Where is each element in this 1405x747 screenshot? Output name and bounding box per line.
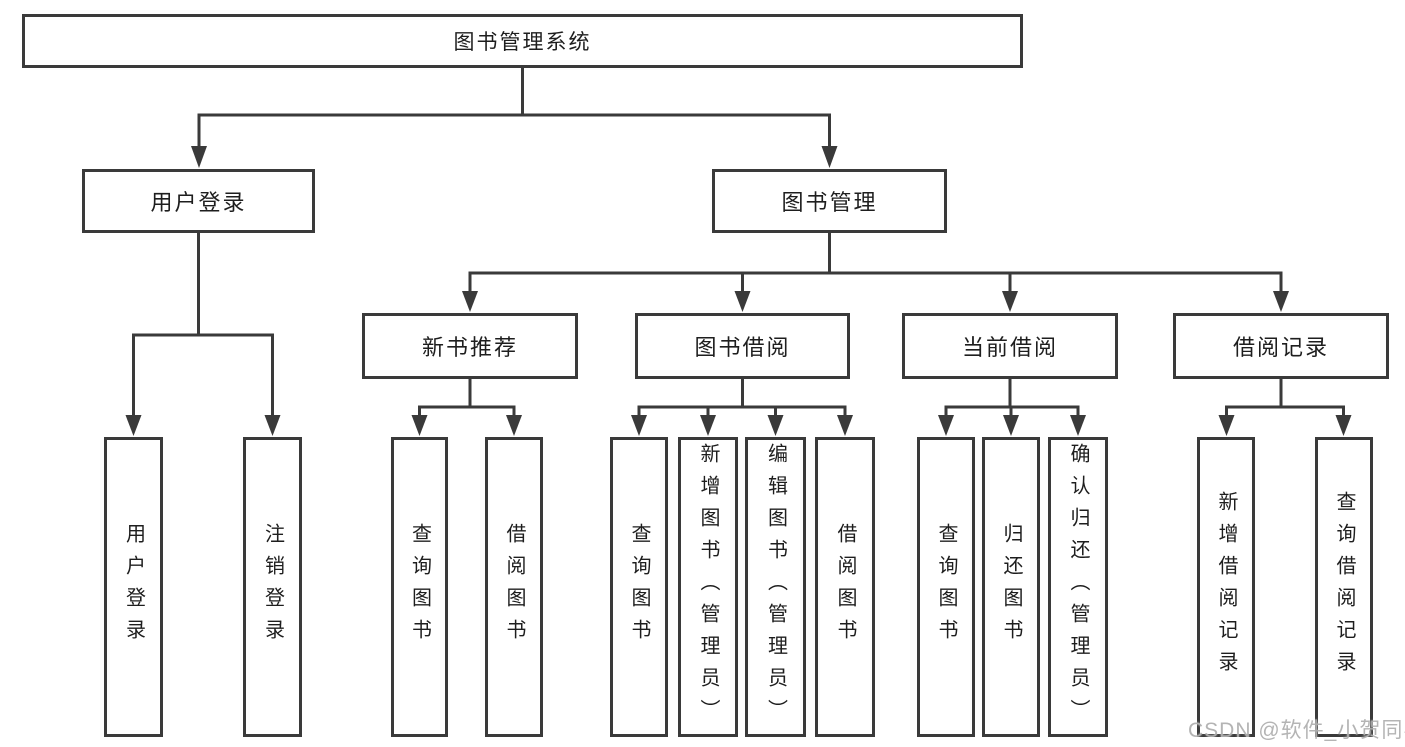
connector-book-mgmt-children	[462, 233, 1289, 312]
node-library-system: 图书管理系统	[22, 14, 1023, 68]
connector-book-borrow-children	[631, 379, 853, 436]
leaf-add-books-admin: 新增图书（管理员）	[678, 437, 738, 737]
connector-current-borrow-children	[938, 379, 1086, 436]
leaf-query-books: 查询图书	[391, 437, 448, 737]
node-label: 查询借阅记录	[1333, 491, 1355, 683]
node-book-management: 图书管理	[712, 169, 947, 233]
node-label: 当前借阅	[961, 335, 1058, 360]
node-label: 注销登录	[261, 523, 284, 651]
node-current-borrowing: 当前借阅	[902, 313, 1118, 379]
node-label: 新增图书（管理员）	[697, 443, 719, 731]
connector-borrow-record-children	[1218, 379, 1352, 436]
node-label: 新书推荐	[421, 335, 518, 360]
node-label: 查询图书	[628, 523, 650, 651]
node-label: 图书借阅	[694, 335, 791, 360]
leaf-edit-books-admin: 编辑图书（管理员）	[745, 437, 806, 737]
node-label: 用户登录	[150, 190, 247, 215]
node-label: 借阅图书	[503, 523, 525, 651]
leaf-query-books: 查询图书	[917, 437, 975, 737]
connector-user-login-children	[125, 233, 281, 436]
leaf-user-login: 用户登录	[104, 437, 163, 737]
node-book-borrowing: 图书借阅	[635, 313, 850, 379]
node-label: 图书管理	[781, 190, 878, 215]
leaf-add-borrow-record: 新增借阅记录	[1197, 437, 1255, 737]
node-label: 用户登录	[122, 523, 145, 651]
node-label: 借阅记录	[1232, 335, 1329, 360]
node-label: 查询图书	[935, 523, 957, 651]
node-label: 归还图书	[1000, 523, 1022, 651]
node-new-book-recommendation: 新书推荐	[362, 313, 578, 379]
leaf-borrow-books: 借阅图书	[485, 437, 543, 737]
node-borrowing-records: 借阅记录	[1173, 313, 1389, 379]
node-label: 编辑图书（管理员）	[764, 443, 787, 731]
node-label: 新增借阅记录	[1215, 491, 1237, 683]
leaf-borrow-books: 借阅图书	[815, 437, 875, 737]
leaf-query-borrow-record: 查询借阅记录	[1315, 437, 1373, 737]
leaf-logout: 注销登录	[243, 437, 302, 737]
node-label: 借阅图书	[834, 523, 856, 651]
leaf-return-books: 归还图书	[982, 437, 1040, 737]
connector-root-to-level2	[191, 68, 838, 168]
node-label: 图书管理系统	[453, 31, 592, 54]
node-label: 查询图书	[408, 523, 431, 651]
node-label: 确认归还（管理员）	[1067, 443, 1089, 731]
connector-new-book-children	[411, 379, 522, 436]
leaf-confirm-return-admin: 确认归还（管理员）	[1048, 437, 1108, 737]
watermark: CSDN @软件_小贺同学	[1188, 719, 1405, 742]
leaf-query-books: 查询图书	[610, 437, 668, 737]
node-user-login: 用户登录	[82, 169, 315, 233]
